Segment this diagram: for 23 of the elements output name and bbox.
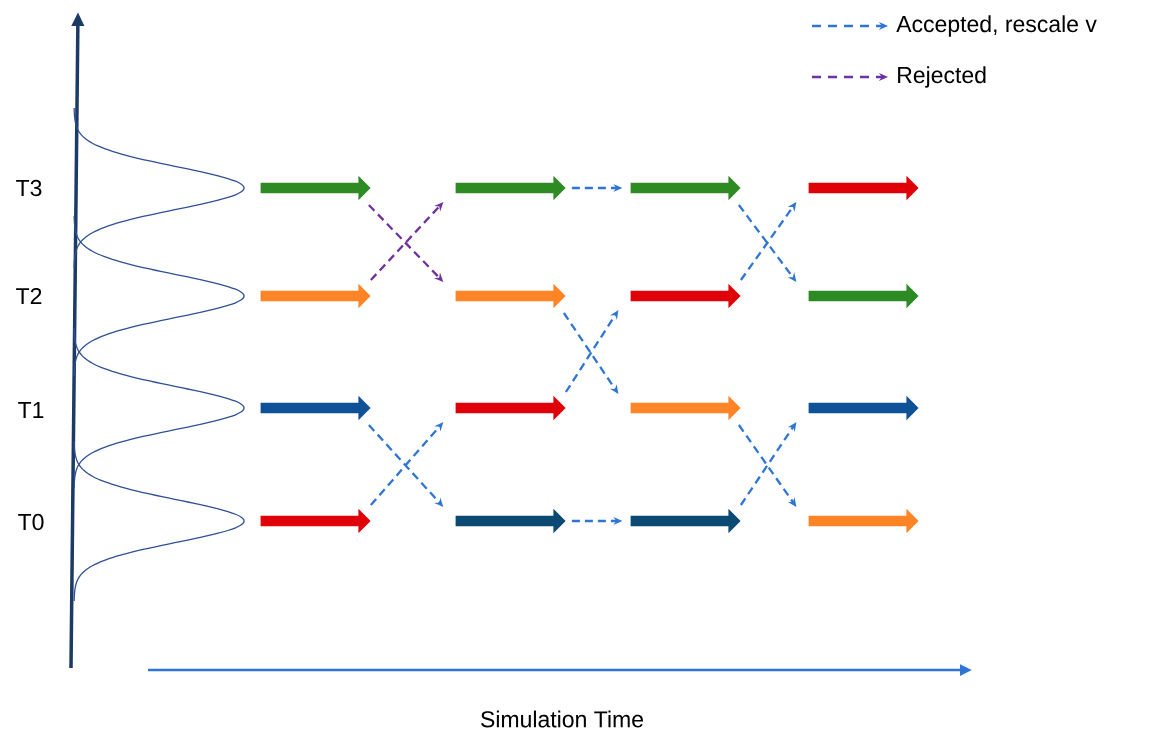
row-label: T3 (16, 179, 42, 197)
legend-label: Accepted, rescale v (896, 15, 1097, 37)
row-label: T0 (18, 513, 44, 531)
thick-arrow (260, 283, 371, 309)
thick-arrow (808, 395, 919, 421)
thick-arrow (260, 395, 371, 421)
legend-label: Rejected (898, 66, 986, 88)
thick-arrow (455, 395, 566, 421)
thick-arrow (260, 508, 371, 534)
axis-title: Simulation Time (481, 710, 643, 728)
thick-arrow (630, 283, 741, 309)
thick-arrow (455, 283, 566, 309)
row-label: T1 (18, 402, 44, 418)
thick-arrow (808, 283, 919, 309)
thick-arrow (630, 508, 741, 534)
thick-arrow (630, 395, 741, 421)
thick-arrow (455, 175, 566, 201)
thick-arrow (630, 175, 741, 201)
thick-arrow (260, 175, 371, 201)
thick-arrow (455, 508, 566, 534)
thick-arrow (808, 175, 919, 201)
row-label: T2 (16, 287, 42, 305)
thick-arrow (808, 508, 919, 534)
